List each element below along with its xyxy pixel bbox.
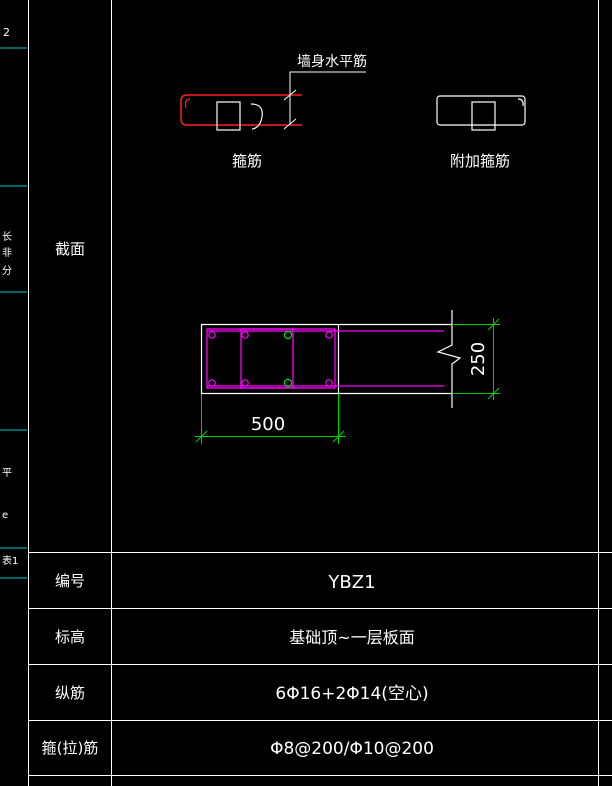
left-strip-marks: 2 长 非 分 平 e 表1 — [2, 26, 18, 567]
wall-rebar-label: 墙身水平筋 — [297, 53, 367, 70]
dimension-length-text: 500 — [251, 414, 285, 435]
strip-mark: 非 — [2, 247, 12, 259]
extra-stirrup-sketch — [436, 95, 526, 131]
stirrup-label: 箍筋 — [232, 152, 262, 170]
hollow-bars — [283, 330, 293, 388]
row-label-elevation: 标高 — [55, 628, 85, 646]
strip-mark: e — [2, 510, 8, 521]
table-row: 标高 基础顶~一层板面 — [55, 628, 415, 647]
row-label-longitudinal: 纵筋 — [55, 684, 85, 702]
dimension-thickness — [452, 318, 500, 400]
longitudinal-bars — [208, 331, 333, 387]
table-row: 箍(拉)筋 Φ8@200/Φ10@200 — [42, 739, 434, 759]
strip-mark: 分 — [2, 265, 12, 277]
row-value-stirrup: Φ8@200/Φ10@200 — [270, 739, 434, 759]
table-rows: 编号 YBZ1 标高 基础顶~一层板面 纵筋 6Φ16+2Φ14(空心) 箍(拉… — [42, 572, 434, 759]
table-row: 编号 YBZ1 — [55, 572, 376, 593]
strip-mark: 平 — [2, 468, 12, 479]
row-value-longitudinal: 6Φ16+2Φ14(空心) — [275, 684, 428, 704]
row-value-number: YBZ1 — [327, 572, 375, 593]
wall-section — [200, 310, 462, 408]
row-label-number: 编号 — [55, 572, 85, 590]
left-strip — [0, 47, 27, 579]
strip-mark: 2 — [3, 26, 10, 39]
strip-mark: 表1 — [2, 554, 18, 567]
extra-stirrup-label: 附加箍筋 — [450, 152, 510, 170]
row-label-stirrup: 箍(拉)筋 — [42, 739, 99, 757]
dimension-thickness-text: 250 — [468, 342, 489, 376]
strip-mark: 长 — [2, 231, 12, 243]
table-row: 纵筋 6Φ16+2Φ14(空心) — [55, 684, 429, 704]
dimension-length — [195, 394, 346, 444]
table-grid — [28, 0, 612, 786]
row-value-elevation: 基础顶~一层板面 — [289, 628, 414, 647]
stirrups — [206, 328, 444, 389]
section-row-label: 截面 — [55, 240, 85, 258]
stirrup-sketch — [180, 71, 366, 131]
